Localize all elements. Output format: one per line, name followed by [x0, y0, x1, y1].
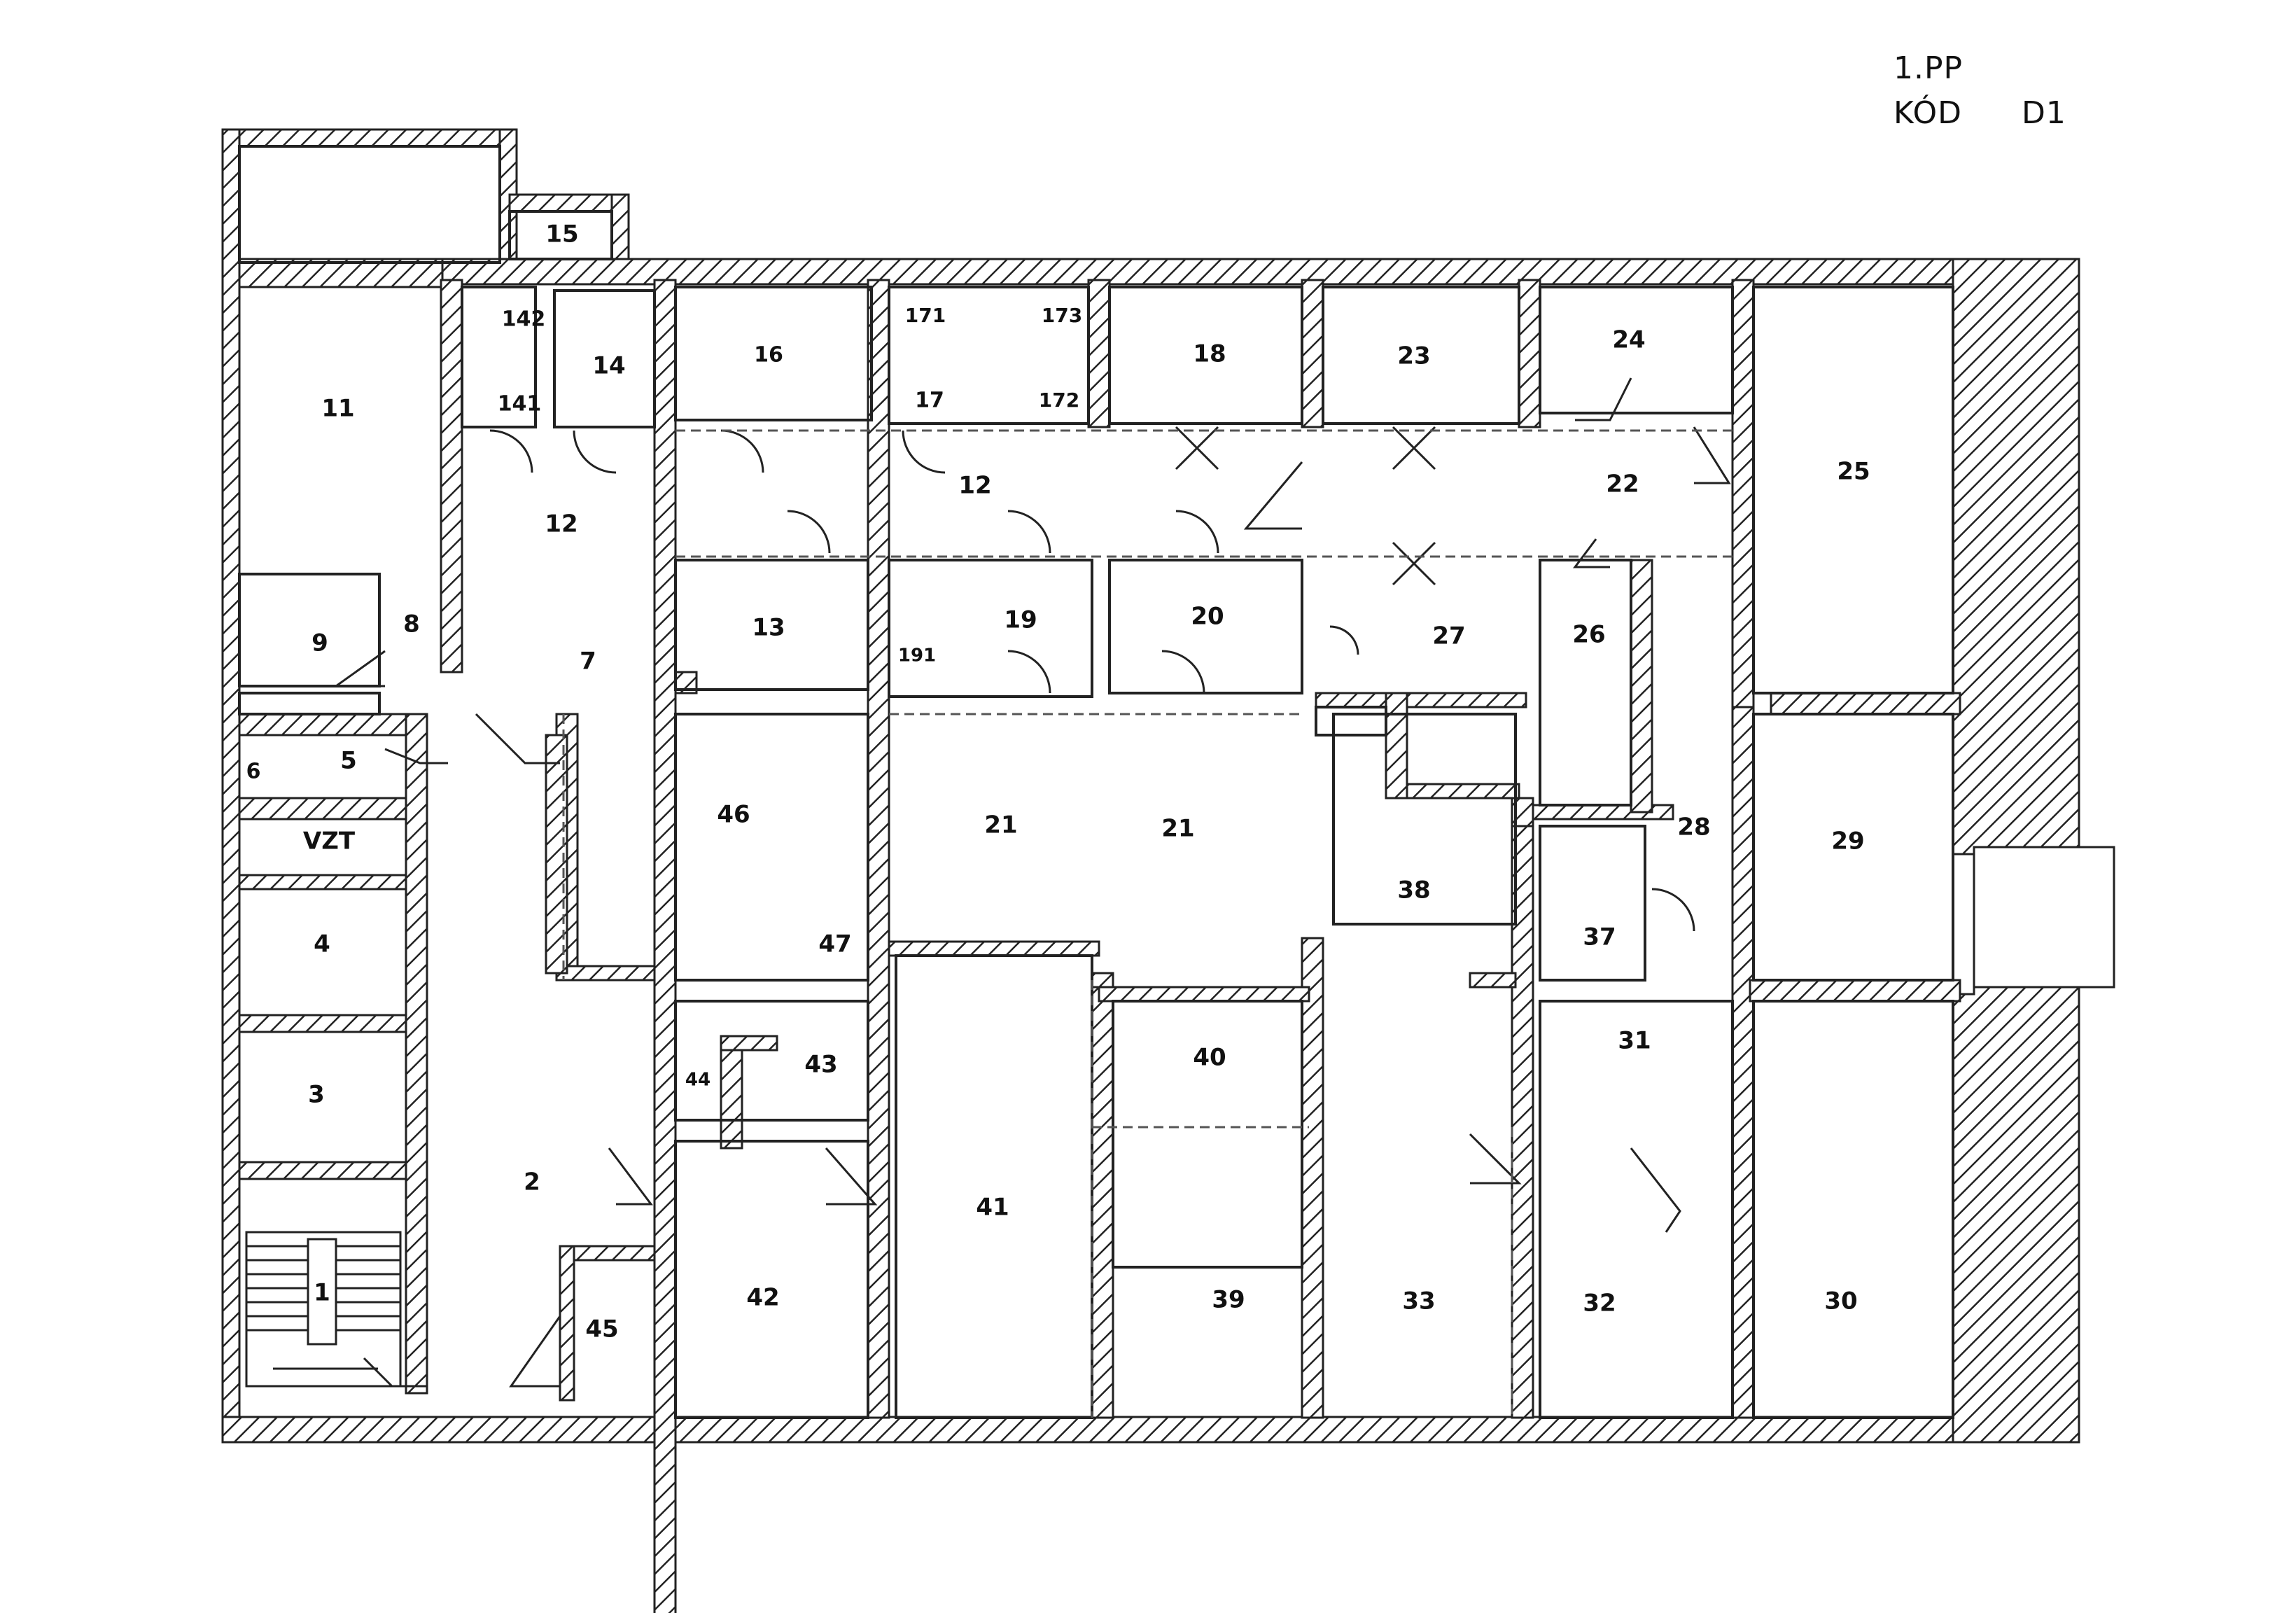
- room-label-16: 16: [754, 343, 783, 368]
- room-label-25: 25: [1837, 458, 1870, 486]
- room-label-26: 26: [1572, 621, 1605, 649]
- room-label-41: 41: [976, 1194, 1009, 1222]
- room-label-14: 14: [592, 352, 625, 380]
- interior-walls: [238, 258, 1961, 1613]
- room-label-24: 24: [1612, 326, 1645, 354]
- room-label-12-east: 12: [958, 472, 991, 500]
- dashed-guides: [562, 429, 1732, 1418]
- room-label-191: 191: [898, 645, 936, 666]
- room-label-1: 1: [314, 1279, 330, 1307]
- room-label-4: 4: [314, 930, 330, 958]
- room-label-17: 17: [915, 389, 944, 413]
- outer-walls: [221, 128, 2115, 1444]
- room-label-37: 37: [1583, 923, 1616, 951]
- room-label-6: 6: [246, 760, 261, 784]
- room-label-vzt: VZT: [303, 828, 356, 856]
- room-label-33: 33: [1402, 1287, 1435, 1315]
- room-label-28: 28: [1677, 814, 1710, 842]
- room-label-20: 20: [1191, 603, 1224, 631]
- room-label-44: 44: [685, 1070, 710, 1091]
- room-label-19: 19: [1004, 606, 1037, 634]
- room-label-142: 142: [502, 307, 546, 332]
- room-label-42: 42: [746, 1284, 779, 1312]
- room-label-27: 27: [1432, 622, 1465, 650]
- room-label-12-west: 12: [545, 510, 578, 538]
- room-label-21-west: 21: [984, 811, 1017, 839]
- room-label-172: 172: [1039, 389, 1079, 412]
- room-label-47: 47: [818, 930, 851, 958]
- room-label-141: 141: [498, 392, 542, 417]
- room-label-38: 38: [1397, 877, 1430, 905]
- room-label-8: 8: [403, 610, 420, 638]
- room-label-18: 18: [1193, 340, 1226, 368]
- room-label-43: 43: [804, 1051, 837, 1079]
- room-label-30: 30: [1824, 1287, 1857, 1315]
- room-label-29: 29: [1831, 828, 1864, 856]
- room-label-2: 2: [524, 1168, 540, 1196]
- plan-header: 1.PP KÓD D1: [1893, 46, 2066, 136]
- room-outlines: [238, 145, 1954, 1419]
- room-label-23: 23: [1397, 342, 1430, 370]
- room-label-40: 40: [1193, 1044, 1226, 1072]
- room-label-31: 31: [1618, 1027, 1651, 1055]
- room-label-171: 171: [905, 304, 946, 327]
- staircase: [245, 1231, 402, 1388]
- room-label-39: 39: [1212, 1286, 1245, 1314]
- room-label-11: 11: [321, 395, 354, 423]
- room-label-15: 15: [545, 221, 578, 249]
- room-label-45: 45: [585, 1315, 618, 1343]
- room-label-13: 13: [752, 614, 785, 642]
- room-label-5: 5: [340, 747, 357, 775]
- code-value: D1: [2021, 95, 2066, 131]
- room-label-32: 32: [1583, 1290, 1616, 1318]
- room-label-9: 9: [312, 629, 328, 657]
- room-label-3: 3: [308, 1081, 325, 1109]
- code-row: KÓD D1: [1893, 91, 2066, 136]
- room-label-22: 22: [1606, 470, 1639, 498]
- room-label-21-east: 21: [1161, 815, 1194, 843]
- floor-label: 1.PP: [1893, 50, 1963, 86]
- room-label-7: 7: [580, 648, 596, 676]
- code-label: KÓD: [1893, 95, 1962, 131]
- room-label-173: 173: [1042, 304, 1082, 327]
- room-label-46: 46: [717, 801, 750, 829]
- door-swings: [332, 377, 1731, 1388]
